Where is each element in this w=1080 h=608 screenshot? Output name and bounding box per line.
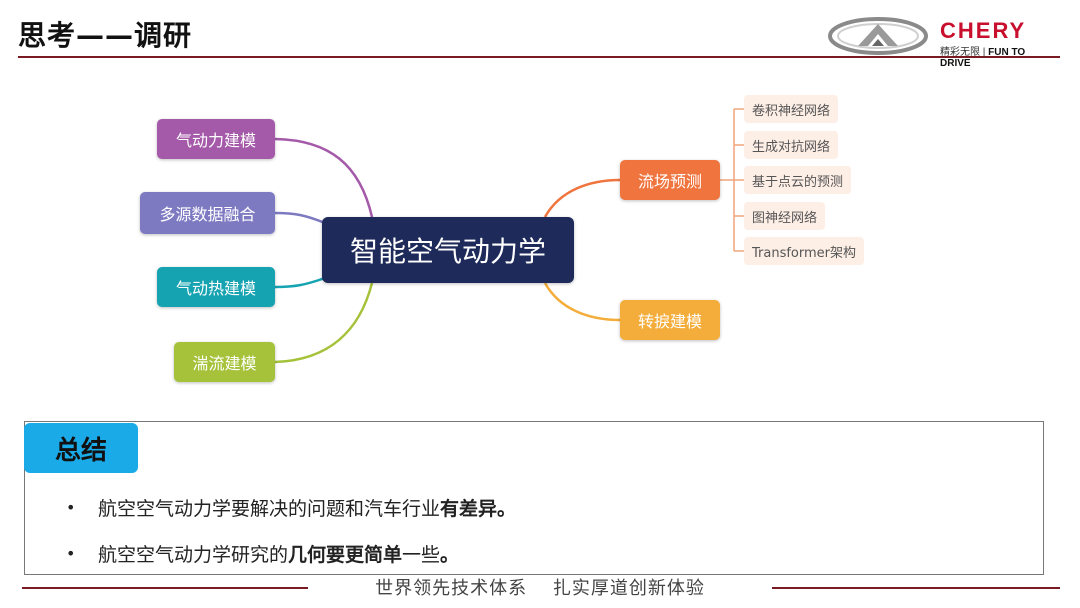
chery-logo: CHERY 精彩无限 | FUN TO DRIVE xyxy=(828,16,1058,69)
center-node: 智能空气动力学 xyxy=(322,217,574,283)
bullet-2-emphasis: 几何要更简单 xyxy=(288,544,403,566)
chery-emblem-icon xyxy=(828,17,928,55)
leaf-transformer: Transformer架构 xyxy=(744,237,865,265)
footer-rule-right xyxy=(772,587,1060,589)
tagline-cn: 精彩无限 xyxy=(940,47,980,58)
leaf-gan: 生成对抗网络 xyxy=(744,131,839,159)
flow-subtree-connectors xyxy=(720,108,744,252)
footer-rule-left xyxy=(22,587,308,589)
brand-name: CHERY xyxy=(940,18,1027,43)
leaf-gnn: 图神经网络 xyxy=(744,202,826,230)
tagline-en: FUN TO DRIVE xyxy=(940,47,1026,69)
mind-map: 智能空气动力学 气动力建模 多源数据融合 气动热建模 湍流建模 流场预测 转捩建… xyxy=(0,60,1080,420)
node-aero-force-modeling: 气动力建模 xyxy=(157,119,275,159)
connector-flow xyxy=(543,178,621,218)
bullet-2-text: 航空空气动力学研究的 xyxy=(98,544,289,566)
node-multi-source-fusion: 多源数据融合 xyxy=(140,192,275,234)
node-turbulence-modeling: 湍流建模 xyxy=(174,342,275,382)
connector-turb xyxy=(274,282,374,364)
footer-slogan: 世界领先技术体系 扎实厚道创新体验 xyxy=(375,578,705,599)
bullet-dot: • xyxy=(66,498,76,517)
connector-aero xyxy=(274,137,374,218)
mind-map-connectors xyxy=(274,108,744,364)
leaf-cnn: 卷积神经网络 xyxy=(744,95,839,123)
node-flow-field-prediction: 流场预测 xyxy=(620,160,720,200)
connector-therm xyxy=(274,276,326,289)
summary-box xyxy=(24,421,1044,575)
connector-multi xyxy=(274,211,326,225)
bullet-1-tail: 。 xyxy=(497,498,517,520)
summary-bullet-1: • 航空空气动力学要解决的问题和汽车行业有差异。 xyxy=(66,494,516,521)
bullet-1-emphasis: 有差异 xyxy=(440,498,498,520)
page-title: 思考——调研 xyxy=(18,19,193,52)
header-divider xyxy=(18,56,1060,58)
bullet-2-tail: 一些 xyxy=(402,544,441,566)
leaf-point-cloud: 基于点云的预测 xyxy=(744,166,852,194)
bullet-dot: • xyxy=(66,544,76,563)
node-aero-thermal-modeling: 气动热建模 xyxy=(157,267,275,307)
node-transition-modeling: 转捩建模 xyxy=(620,300,720,340)
brand-tagline: 精彩无限 | FUN TO DRIVE xyxy=(940,43,1058,69)
tagline-separator: | xyxy=(982,47,986,58)
bullet-1-text: 航空空气动力学要解决的问题和汽车行业 xyxy=(98,498,441,520)
bullet-2-tail-mark: 。 xyxy=(440,544,460,566)
connector-rotor xyxy=(543,282,621,322)
summary-tab: 总结 xyxy=(24,423,138,473)
summary-bullet-2: • 航空空气动力学研究的几何要更简单一些。 xyxy=(66,540,459,567)
